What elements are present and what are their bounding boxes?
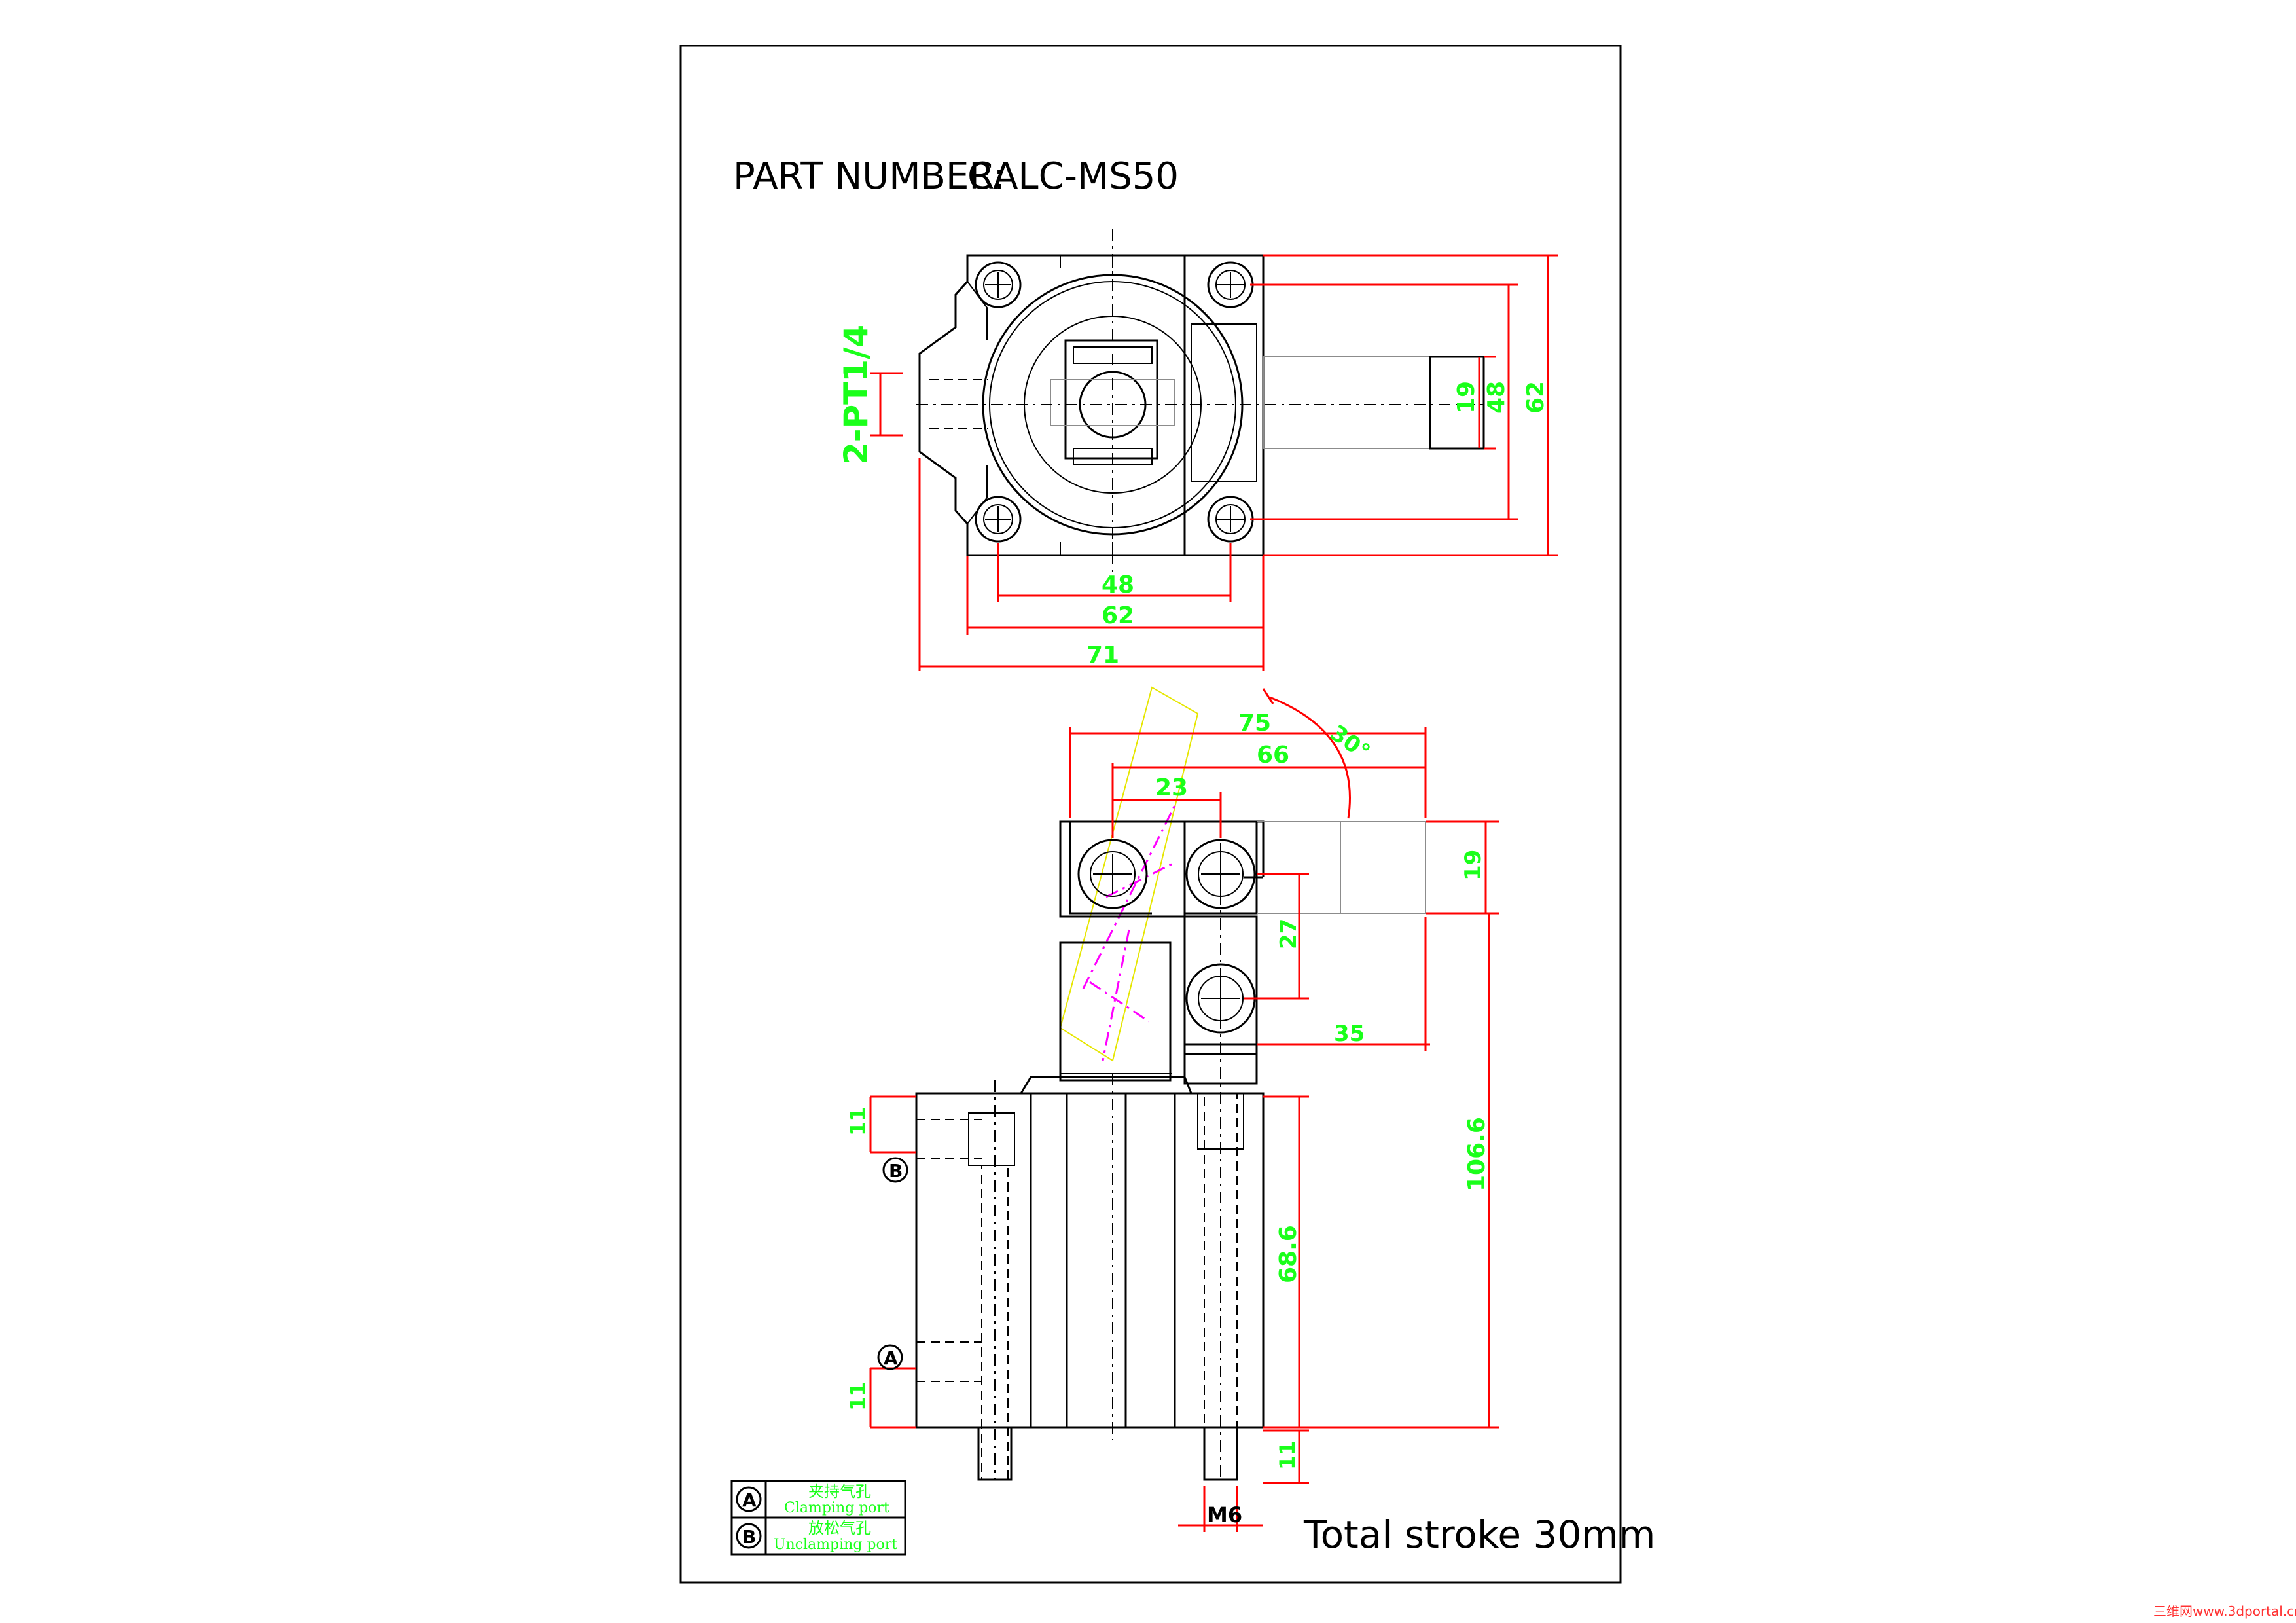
dim-66: 66 — [1257, 742, 1289, 769]
clamp-hub — [1064, 339, 1158, 460]
side-view: 75 66 23 30° 19 27 35 106.6 68.6 11 11 1… — [846, 686, 1499, 1532]
dim-line-port — [870, 372, 903, 437]
dim-line-48-v — [1250, 283, 1518, 520]
dim-48-v: 48 — [1483, 381, 1510, 414]
dim-11-top: 11 — [846, 1106, 870, 1136]
port-legend: A 夹持气孔 Clamping port B 放松气孔 Unclamping p… — [730, 1480, 906, 1556]
arm-tip — [1429, 356, 1485, 450]
top-view: 2-PT1/4 48 62 71 19 48 62 — [837, 229, 1558, 671]
arm-extension — [1263, 356, 1431, 449]
watermark: 三维网www.3dportal.cn — [2153, 1603, 2296, 1619]
screw-bottom-right — [1207, 496, 1254, 543]
legend-en-a: Clamping port — [784, 1500, 889, 1516]
legend-cn-b: 放松气孔 — [808, 1519, 871, 1537]
dim-line-35 — [1257, 917, 1430, 1051]
dim-line-686 — [1263, 1095, 1309, 1429]
dim-line-48-h — [997, 543, 1232, 602]
top-notch-2 — [967, 465, 988, 524]
arm-upper-top — [1070, 820, 1265, 879]
screw-top-right — [1207, 261, 1254, 308]
swing-centerline-3 — [1105, 863, 1172, 898]
legend-symbol-a: A — [742, 1489, 757, 1511]
part-number-label: PART NUMBER: — [733, 155, 1005, 198]
dim-line-62-v — [1263, 254, 1558, 556]
dim-35: 35 — [1334, 1021, 1365, 1047]
dim-line-71-h — [918, 458, 1265, 671]
arm-body — [1191, 323, 1257, 482]
stroke-note: Total stroke 30mm — [1303, 1512, 1655, 1557]
legend-grid — [732, 1481, 905, 1554]
svg-text:A: A — [884, 1347, 898, 1369]
swing-centerline-1 — [1082, 805, 1176, 989]
dim-75: 75 — [1238, 710, 1271, 737]
port-label: 2-PT1/4 — [837, 325, 875, 465]
dim-line-75 — [1069, 727, 1427, 818]
arm-tip-ghost — [1340, 821, 1426, 914]
cylinder-ribs — [1030, 1093, 1176, 1427]
legend-symbol-b: B — [742, 1526, 756, 1548]
dim-48-h: 48 — [1102, 572, 1134, 598]
dim-11-bottom: 11 — [846, 1381, 870, 1411]
cylinder-body — [915, 1092, 1265, 1429]
screw-top-left — [975, 261, 1022, 308]
dim-686: 68.6 — [1275, 1225, 1302, 1283]
dim-19: 19 — [1460, 850, 1486, 881]
screw-bottom-left — [975, 496, 1022, 543]
port-hidden-lines — [929, 379, 988, 429]
swing-centerline-2 — [1089, 929, 1149, 1061]
arm-upper-left — [1069, 822, 1152, 915]
dim-line-11-top — [869, 1095, 916, 1154]
arm-tip-ghost-lines — [1257, 821, 1426, 914]
dim-arc-angle — [1269, 696, 1351, 819]
dim-line-23 — [1113, 792, 1222, 838]
dim-line-62-h — [966, 556, 1265, 635]
svg-text:B: B — [889, 1160, 903, 1182]
dim-m6: M6 — [1207, 1503, 1242, 1527]
dim-62-v: 62 — [1522, 381, 1549, 414]
dim-11-rod: 11 — [1275, 1440, 1300, 1470]
dim-27: 27 — [1276, 919, 1302, 949]
dim-71-h: 71 — [1086, 642, 1119, 668]
dim-19-v: 19 — [1453, 381, 1480, 414]
port-a-marker: A — [877, 1344, 903, 1370]
piston-rod-housing — [1059, 941, 1172, 1082]
bolt-end-left — [977, 1426, 1013, 1481]
sheet-border — [679, 45, 1622, 1584]
pivot-pin-left — [1077, 839, 1148, 909]
dim-angle: 30° — [1325, 720, 1375, 766]
dim-line-11-bottom — [869, 1367, 916, 1429]
legend-cn-a: 夹持气孔 — [808, 1482, 871, 1501]
port-hidden — [916, 1119, 982, 1382]
dim-23: 23 — [1155, 775, 1188, 801]
part-number-value: CALC-MS50 — [967, 155, 1179, 198]
angle-tick — [1262, 688, 1274, 704]
legend-en-b: Unclamping port — [774, 1537, 897, 1553]
port-fitting-top — [968, 1112, 1015, 1166]
rod-end-right — [1203, 1426, 1238, 1481]
port-b-marker: B — [882, 1157, 908, 1183]
dim-62-h: 62 — [1102, 602, 1134, 629]
legend-symbol-a-ring — [736, 1486, 762, 1512]
dim-line-11-rod — [1263, 1429, 1309, 1484]
dim-line-27 — [1244, 873, 1309, 1000]
rod-fitting — [1197, 1093, 1244, 1150]
legend-symbol-b-ring — [736, 1523, 762, 1549]
top-notch-1 — [967, 281, 988, 340]
swing-ghost-arm — [1059, 686, 1199, 1062]
dim-1066: 106.6 — [1463, 1117, 1490, 1192]
dim-line-19-v — [1478, 356, 1496, 450]
dim-line-m6 — [1178, 1486, 1263, 1532]
